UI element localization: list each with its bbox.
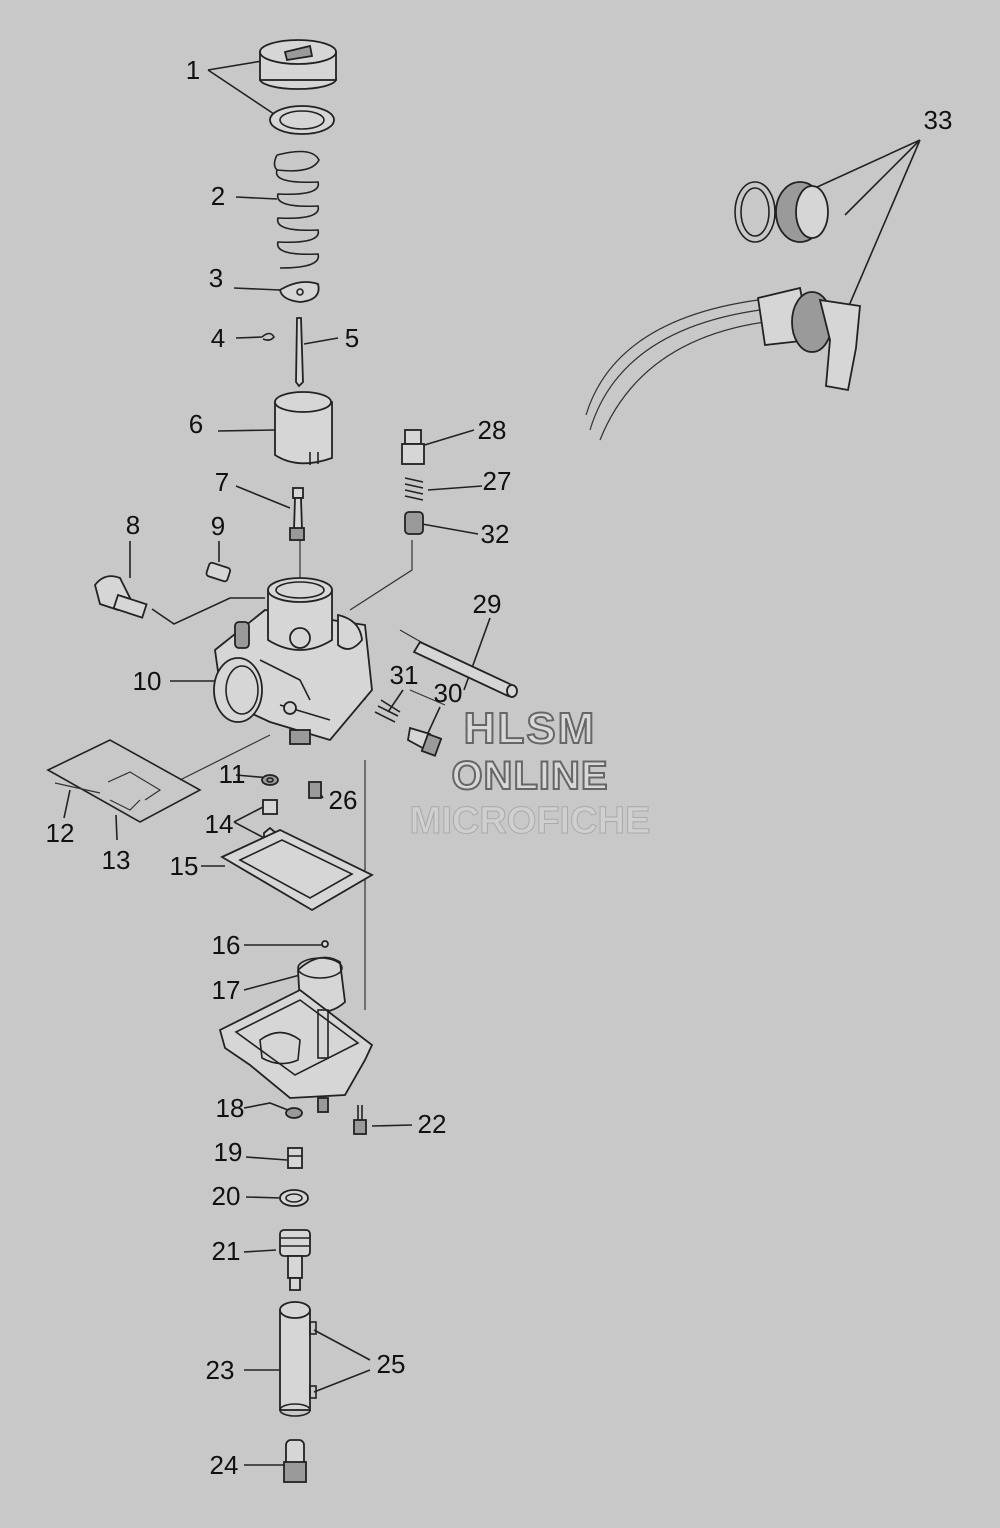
- callout-23: 23: [205, 1355, 235, 1385]
- part-6-slide: [274, 391, 333, 465]
- part-7-screw: [289, 487, 305, 541]
- part-29-rod: [412, 640, 518, 698]
- part-8-choke: [94, 575, 148, 619]
- callout-24: 24: [209, 1450, 239, 1480]
- callout-33: 33: [923, 105, 953, 135]
- callout-20: 20: [211, 1181, 241, 1211]
- callout-28: 28: [477, 415, 507, 445]
- part-1-cap: [259, 39, 337, 135]
- part-30-31-screw-spring: [374, 699, 443, 757]
- callout-26: 26: [328, 785, 358, 815]
- callout-29: 29: [472, 589, 502, 619]
- callout-27: 27: [482, 466, 512, 496]
- part-23-tube: [279, 1301, 317, 1417]
- callout-10: 10: [132, 666, 162, 696]
- callout-11: 11: [218, 759, 246, 789]
- callout-6: 6: [188, 409, 204, 439]
- callout-22: 22: [417, 1109, 447, 1139]
- callout-12: 12: [45, 818, 75, 848]
- callout-4: 4: [210, 323, 226, 353]
- float-bowl: [218, 988, 374, 1113]
- callout-32: 32: [480, 519, 510, 549]
- part-10-carb-body: [213, 577, 373, 745]
- part-26-screw: [308, 781, 322, 799]
- callout-9: 9: [210, 511, 226, 541]
- callout-14: 14: [204, 809, 234, 839]
- part-3-plate: [278, 281, 320, 303]
- part-24-fitting: [283, 1439, 307, 1483]
- part-12-13-bracket: [46, 739, 202, 823]
- part-9-pin: [205, 561, 232, 583]
- part-5-needle: [295, 317, 304, 388]
- callout-18: 18: [215, 1093, 245, 1123]
- callout-19: 19: [213, 1137, 243, 1167]
- part-20-oring: [279, 1189, 309, 1207]
- part-19-jet: [287, 1147, 303, 1169]
- callout-13: 13: [101, 845, 131, 875]
- part-22-screw: [353, 1105, 367, 1135]
- callout-15: 15: [169, 851, 199, 881]
- part-2-spring: [273, 150, 320, 269]
- part-33-throttle-assembly: [585, 181, 861, 441]
- callout-8: 8: [125, 510, 141, 540]
- part-15-gasket: [220, 829, 374, 912]
- callout-30: 30: [433, 678, 463, 708]
- part-11-washer: [261, 774, 279, 786]
- callout-25: 25: [376, 1349, 406, 1379]
- part-18-washer: [285, 1107, 303, 1119]
- callout-16: 16: [211, 930, 241, 960]
- callout-21: 21: [211, 1236, 241, 1266]
- part-27-28-32-fittings: [401, 429, 425, 535]
- callout-2: 2: [210, 181, 226, 211]
- part-4-clip: [261, 332, 275, 341]
- callout-1: 1: [185, 55, 201, 85]
- callout-3: 3: [208, 263, 224, 293]
- callout-31: 31: [389, 660, 419, 690]
- leader-lines: [63, 59, 921, 1466]
- callout-7: 7: [214, 467, 230, 497]
- callout-5: 5: [344, 323, 360, 353]
- part-21-drain: [279, 1229, 311, 1291]
- callout-17: 17: [211, 975, 241, 1005]
